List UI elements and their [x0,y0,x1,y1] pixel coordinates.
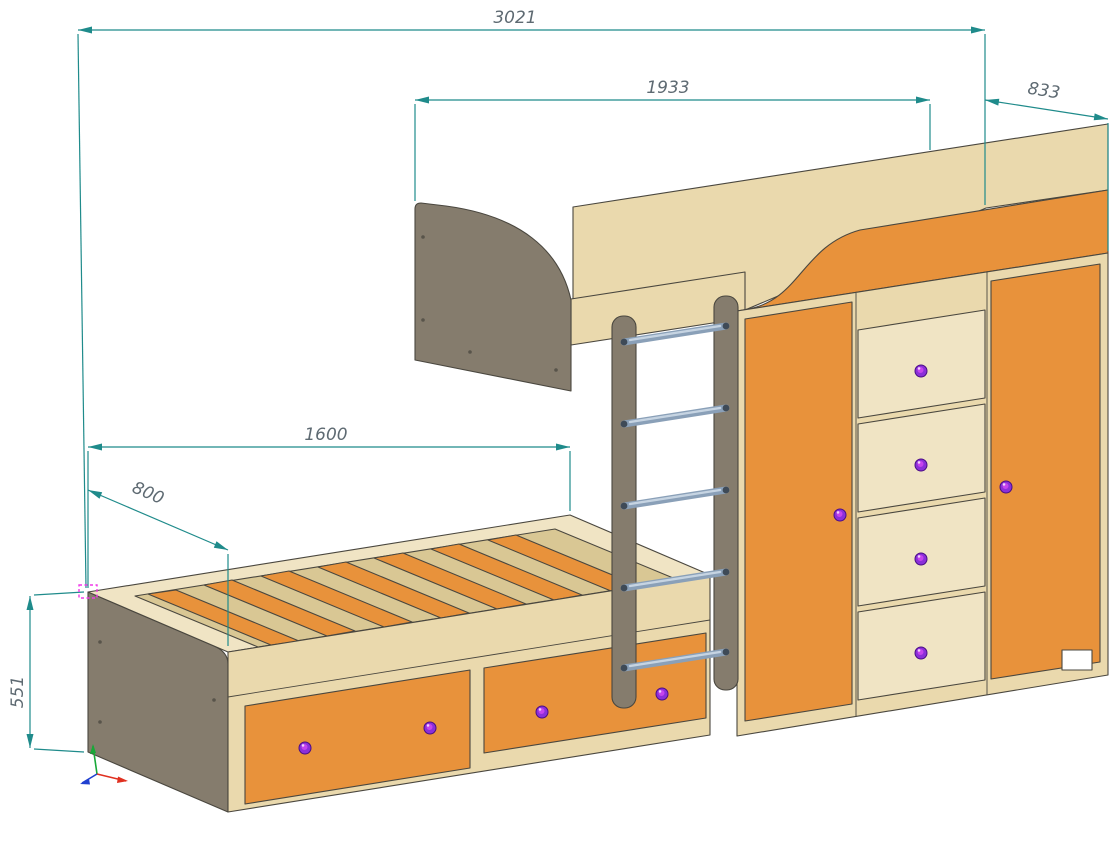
ladder-rung [620,486,730,510]
ladder-rung [620,404,730,428]
screw-dot [98,720,102,724]
ladder-rungs [620,322,730,672]
wave-top-panel [736,189,1109,312]
knob-icon [914,552,928,566]
knob-icon [298,741,312,755]
knob-icon [999,480,1013,494]
knob-icon [423,721,437,735]
knob-icon [914,646,928,660]
dim-label-platform-height: 551 [8,676,28,708]
dimension-platform-height: 551 [8,591,85,753]
cabinet-right-door [990,263,1101,680]
ucs-axis-icon [80,744,128,785]
knob-icon [914,364,928,378]
dimension-upper-bed-length: 1933 [414,78,931,201]
dim-label-lower-bed-depth: 800 [129,478,167,509]
screw-dot [212,698,216,702]
bed-slats [147,534,640,646]
bed-drawer-front [244,669,471,805]
dim-label-overall-width: 3021 [493,8,536,28]
slat [203,579,356,637]
screw-dot [421,318,425,322]
furniture [87,123,1109,813]
cabinet [736,252,1109,737]
ladder-rung [620,648,730,672]
ladder-left-rail [611,315,637,709]
slat [260,570,413,628]
screw-dot [554,368,558,372]
screw-dot [421,235,425,239]
lower-bed [87,514,711,813]
ladder [611,295,739,709]
screw-dot [468,350,472,354]
cabinet-drawer-front [857,309,986,419]
knob-icon [655,687,669,701]
plinth-notch [1061,649,1093,671]
dimension-lower-bed-length: 1600 [87,425,571,588]
knob-icon [535,705,549,719]
cabinet-left-door [744,301,853,722]
upper-headboard-panel [414,202,572,392]
knob-icon [914,458,928,472]
screw-dot [98,640,102,644]
cabinet-drawer-front [857,403,986,513]
dimension-overall-width: 3021 [77,8,986,589]
dim-label-depth: 833 [1026,79,1061,104]
cabinet-drawer-front [857,591,986,701]
cabinet-drawer-front [857,497,986,607]
ladder-rung [620,568,730,592]
dim-label-lower-bed-length: 1600 [304,425,347,445]
corner-marker-icon [78,584,98,599]
dim-label-upper-bed-length: 1933 [646,78,689,98]
ladder-rung [620,322,730,346]
knob-icon [833,508,847,522]
